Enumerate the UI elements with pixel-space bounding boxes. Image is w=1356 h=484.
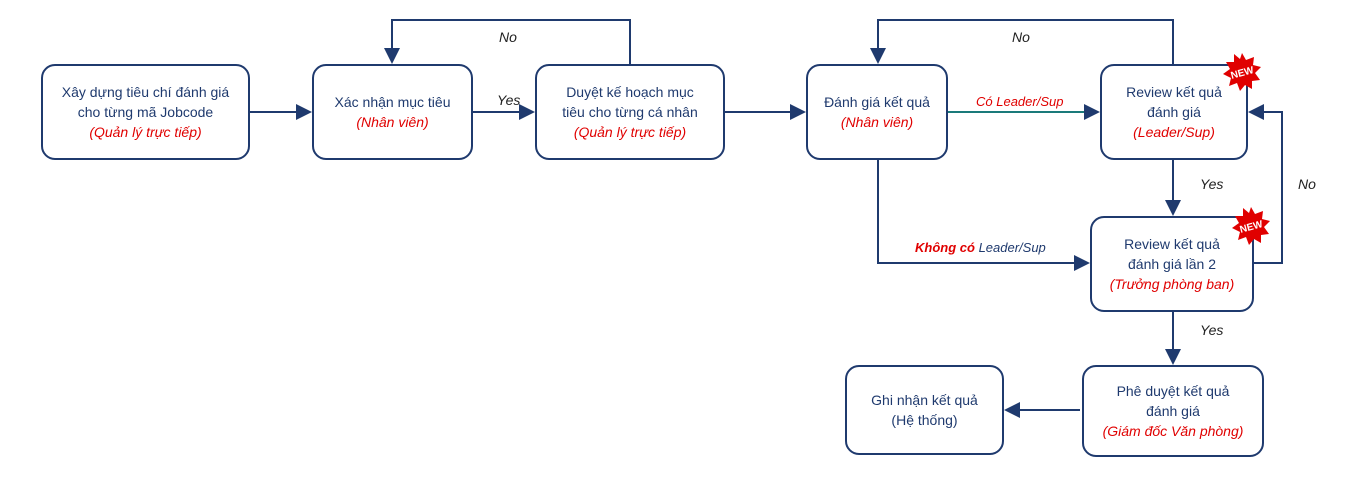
new-badge-icon: NEW	[1232, 207, 1270, 245]
label-khong-co-leader: Không có Leader/Sup	[915, 240, 1046, 255]
node-role: (Leader/Sup)	[1133, 124, 1215, 140]
node-role: (Nhân viên)	[840, 114, 914, 130]
node-text-line: Phê duyệt kết quả	[1116, 383, 1230, 399]
node-role: (Nhân viên)	[356, 114, 429, 130]
label-khong-co: Không có	[915, 240, 975, 255]
node-role: (Trưởng phòng ban)	[1109, 276, 1235, 292]
node-record-results: Ghi nhận kết quả (Hệ thống)	[845, 365, 1004, 455]
label-no-n6-n5: No	[1298, 176, 1316, 192]
label-yes-n5-n6: Yes	[1200, 176, 1224, 192]
arrow-n5-back-n4	[870, 19, 1174, 65]
node-text-line: Ghi nhận kết quả	[871, 392, 978, 408]
label-yes-n2-n3: Yes	[497, 92, 521, 108]
node-text-line: Xây dựng tiêu chí đánh giá	[61, 84, 230, 100]
node-review-leader: Review kết quả đánh giá (Leader/Sup)	[1100, 64, 1248, 160]
arrow-n4-n6	[877, 160, 1090, 271]
label-yes-n6-n7: Yes	[1200, 322, 1224, 338]
node-director-approval: Phê duyệt kết quả đánh giá (Giám đốc Văn…	[1082, 365, 1264, 457]
label-leader-sup: Leader/Sup	[978, 240, 1046, 255]
node-text-line: đánh giá	[1147, 104, 1201, 120]
node-text-line: tiêu cho từng cá nhân	[562, 104, 698, 120]
node-role: (Giám đốc Văn phòng)	[1102, 423, 1244, 439]
new-badge-icon: NEW	[1223, 53, 1261, 91]
node-text-line: đánh giá lần 2	[1128, 256, 1216, 272]
node-self-evaluation: Đánh giá kết quả (Nhân viên)	[806, 64, 948, 160]
node-confirm-goals: Xác nhận mục tiêu (Nhân viên)	[312, 64, 473, 160]
node-approve-plan: Duyệt kế hoạch mục tiêu cho từng cá nhân…	[535, 64, 725, 160]
arrow-n6-back-n5	[1248, 104, 1283, 264]
label-no-top-right: No	[1012, 29, 1030, 45]
node-text-line: Xác nhận mục tiêu	[334, 94, 451, 110]
node-text-line: Review kết quả	[1124, 236, 1220, 252]
node-build-criteria: Xây dựng tiêu chí đánh giá cho từng mã J…	[41, 64, 250, 160]
label-no-top-left: No	[499, 29, 517, 45]
node-text-line: Đánh giá kết quả	[824, 94, 930, 110]
label-co-leader-sup: Có Leader/Sup	[976, 94, 1064, 109]
arrow-n3-back-n2	[384, 19, 631, 65]
node-text-line: cho từng mã Jobcode	[77, 104, 214, 120]
node-text-line: (Hệ thống)	[891, 412, 958, 428]
node-text-line: Review kết quả	[1126, 84, 1222, 100]
node-review-department-head: Review kết quả đánh giá lần 2 (Trưởng ph…	[1090, 216, 1254, 312]
node-text-line: đánh giá	[1146, 403, 1200, 419]
node-text-line: Duyệt kế hoạch mục	[566, 84, 694, 100]
node-role: (Quản lý trực tiếp)	[89, 124, 202, 140]
node-role: (Quản lý trực tiếp)	[573, 124, 687, 140]
